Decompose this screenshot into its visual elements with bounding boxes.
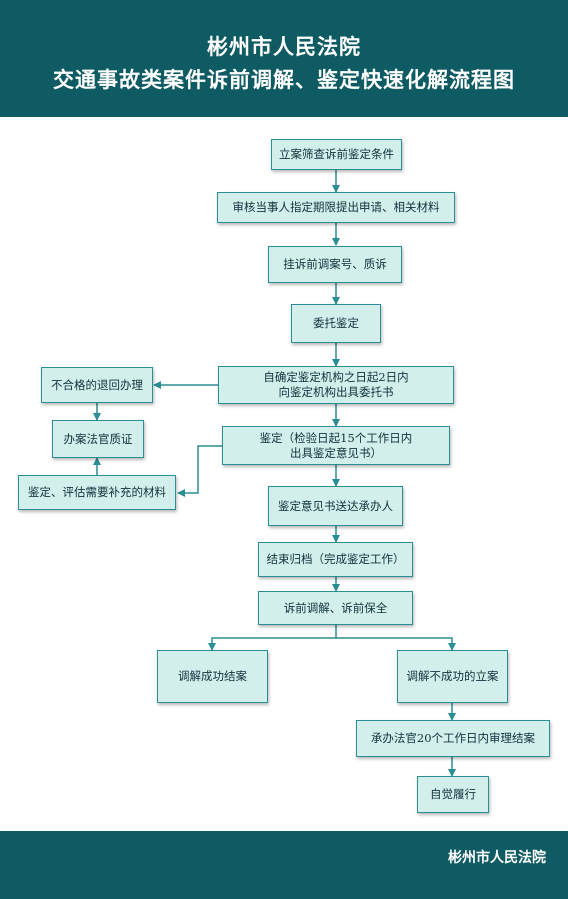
step-voluntary-performance: 自觉履行 bbox=[417, 776, 489, 813]
step-appraisal-period: 鉴定（检验日起15个工作日内 出具鉴定意见书） bbox=[222, 426, 450, 465]
side-supplementary-materials-label: 鉴定、评估需要补充的材料 bbox=[28, 485, 166, 499]
step-issue-commission-line1: 自确定鉴定机构之日起2日内 bbox=[263, 370, 409, 384]
step-review-application-label: 审核当事人指定期限提出申请、相关材料 bbox=[232, 200, 440, 214]
side-unqualified-return: 不合格的退回办理 bbox=[41, 367, 153, 403]
step-filing-screening: 立案筛查诉前鉴定条件 bbox=[271, 139, 402, 170]
footer-court-name: 彬州市人民法院 bbox=[448, 850, 546, 866]
title-line-2: 交通事故类案件诉前调解、鉴定快速化解流程图 bbox=[53, 67, 515, 92]
step-entrust-appraisal-label: 委托鉴定 bbox=[313, 316, 359, 330]
step-deliver-opinion: 鉴定意见书送达承办人 bbox=[268, 486, 403, 526]
step-archive: 结束归档（完成鉴定工作） bbox=[258, 542, 413, 577]
step-pre-litigation-mediation-label: 诉前调解、诉前保全 bbox=[283, 600, 388, 615]
step-deliver-opinion-label: 鉴定意见书送达承办人 bbox=[278, 498, 393, 513]
step-mediation-failed-filing-label: 调解不成功的立案 bbox=[406, 669, 499, 683]
arrow-s6-side3 bbox=[177, 445, 222, 497]
step-voluntary-performance-label: 自觉履行 bbox=[430, 787, 476, 801]
arrow-s9-branch-right bbox=[336, 637, 456, 651]
step-appraisal-period-line2: 出具鉴定意见书） bbox=[290, 445, 382, 460]
side-judge-cross-examination: 办案法官质证 bbox=[52, 420, 144, 458]
side-judge-cross-examination-label: 办案法官质证 bbox=[63, 431, 133, 446]
step-pre-litigation-mediation: 诉前调解、诉前保全 bbox=[258, 591, 413, 625]
header-banner: 彬州市人民法院 交通事故类案件诉前调解、鉴定快速化解流程图 bbox=[0, 0, 568, 117]
title-line-1: 彬州市人民法院 bbox=[207, 34, 361, 59]
step-register-case-number-label: 挂诉前调案号、质诉 bbox=[283, 257, 387, 271]
step-register-case-number: 挂诉前调案号、质诉 bbox=[268, 246, 402, 283]
step-mediation-failed-filing: 调解不成功的立案 bbox=[397, 650, 508, 703]
step-review-application: 审核当事人指定期限提出申请、相关材料 bbox=[217, 192, 455, 223]
step-issue-commission-line2: 向鉴定机构出具委托书 bbox=[278, 385, 394, 399]
step-appraisal-period-line1: 鉴定（检验日起15个工作日内 bbox=[259, 430, 413, 445]
step-judge-trial-label: 承办法官20个工作日内审理结案 bbox=[370, 731, 536, 745]
step-judge-trial: 承办法官20个工作日内审理结案 bbox=[356, 720, 550, 757]
step-entrust-appraisal: 委托鉴定 bbox=[291, 304, 381, 343]
arrow-s9-branch-left bbox=[208, 625, 337, 651]
side-unqualified-return-label: 不合格的退回办理 bbox=[51, 377, 143, 392]
step-mediation-success: 调解成功结案 bbox=[157, 650, 268, 703]
step-archive-label: 结束归档（完成鉴定工作） bbox=[266, 552, 405, 566]
step-mediation-success-label: 调解成功结案 bbox=[178, 669, 247, 683]
footer-banner: 彬州市人民法院 bbox=[0, 831, 568, 899]
step-issue-commission: 自确定鉴定机构之日起2日内 向鉴定机构出具委托书 bbox=[218, 366, 454, 404]
side-supplementary-materials: 鉴定、评估需要补充的材料 bbox=[18, 475, 176, 510]
step-filing-screening-label: 立案筛查诉前鉴定条件 bbox=[279, 147, 394, 161]
